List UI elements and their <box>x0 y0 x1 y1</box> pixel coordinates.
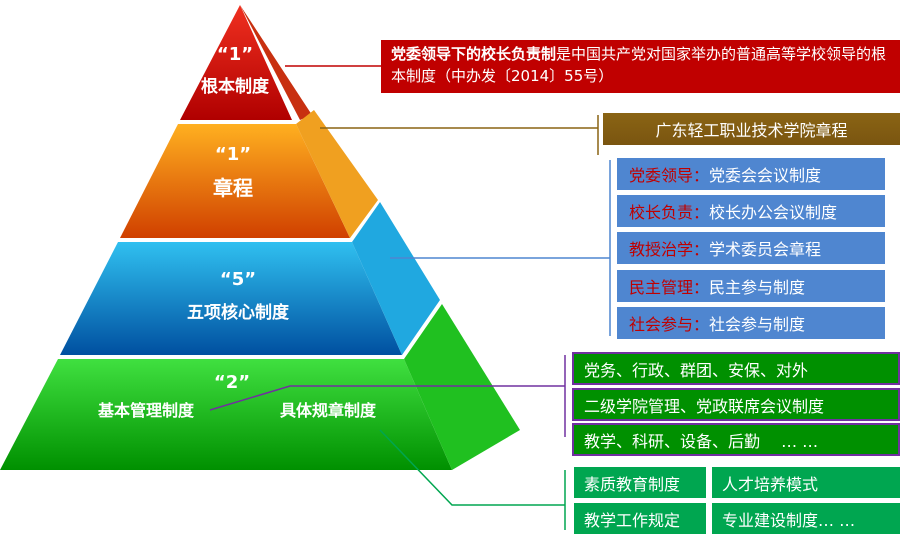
core-key: 民主管理： <box>629 278 710 297</box>
specific-item: 教学工作规定 <box>574 503 706 534</box>
core-value: 校长办公会议制度 <box>709 203 838 222</box>
core-key: 教授治学： <box>629 240 710 259</box>
root-system-title: 党委领导下的校长负责制 <box>391 45 557 63</box>
tier-charter <box>120 110 378 238</box>
core-item: 党委领导：党委会会议制度 <box>617 158 885 190</box>
core-key: 校长负责： <box>629 203 710 222</box>
core-item: 社会参与：社会参与制度 <box>617 307 885 339</box>
core-value: 党委会会议制度 <box>709 166 822 185</box>
specific-item: 人才培养模式 <box>712 467 900 498</box>
core-key: 社会参与： <box>629 315 710 334</box>
basic-item: 教学、科研、设备、后勤 … … <box>572 423 900 456</box>
tier1-label: 根本制度 <box>201 76 270 97</box>
tier4-right-label: 具体规章制度 <box>280 401 377 420</box>
specific-item: 专业建设制度… … <box>712 503 900 534</box>
tier4-number: “2” <box>214 372 250 393</box>
specific-item: 素质教育制度 <box>574 467 706 498</box>
tier2-label: 章程 <box>213 176 253 200</box>
charter-box: 广东轻工职业技术学院章程 <box>603 113 900 145</box>
core-value: 学术委员会章程 <box>709 240 822 259</box>
core-item: 校长负责：校长办公会议制度 <box>617 195 885 227</box>
tier3-number: “5” <box>220 269 256 290</box>
tier-root <box>180 5 312 120</box>
core-item: 民主管理：民主参与制度 <box>617 270 885 302</box>
core-key: 党委领导： <box>629 166 710 185</box>
core-value: 社会参与制度 <box>709 315 806 334</box>
connector-specific <box>379 429 566 530</box>
connector-basic <box>209 355 566 437</box>
tier-core <box>60 202 440 355</box>
tier4-left-label: 基本管理制度 <box>97 401 195 420</box>
connector-core <box>390 160 611 336</box>
tier2-number: “1” <box>215 144 251 165</box>
tier1-number: “1” <box>217 44 253 65</box>
root-system-text: 是中国共产党对国家举办的普通高等学校领导的根本制度（中办发〔2014〕55号） <box>391 45 887 85</box>
tier3-label: 五项核心制度 <box>187 302 290 323</box>
core-value: 民主参与制度 <box>709 278 806 297</box>
connector-charter <box>320 115 599 155</box>
basic-item: 党务、行政、群团、安保、对外 <box>572 352 900 385</box>
core-item: 教授治学：学术委员会章程 <box>617 232 885 264</box>
root-system-box: 党委领导下的校长负责制是中国共产党对国家举办的普通高等学校领导的根本制度（中办发… <box>381 40 900 93</box>
basic-item: 二级学院管理、党政联席会议制度 <box>572 388 900 421</box>
